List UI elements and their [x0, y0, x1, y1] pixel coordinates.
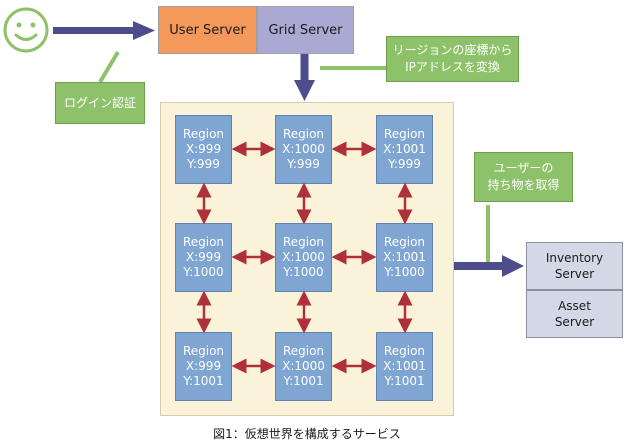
region-x: X:1000 — [282, 250, 325, 264]
region-x: X:1001 — [383, 142, 426, 156]
region-label: Region — [383, 235, 426, 249]
region-y: Y:1000 — [283, 265, 324, 279]
region-x: X:1000 — [282, 359, 325, 373]
region-cell: Region X:1001 Y:1001 — [376, 332, 433, 401]
region-cell: Region X:1001 Y:999 — [376, 115, 433, 184]
region-y: Y:1000 — [384, 265, 425, 279]
region-cell: Region X:1000 Y:999 — [275, 115, 332, 184]
region-label: Region — [182, 344, 225, 358]
region-y: Y:1001 — [183, 374, 224, 388]
region-x: X:999 — [185, 359, 222, 373]
region-x: X:999 — [185, 250, 222, 264]
region-label: Region — [282, 235, 325, 249]
region-y: Y:999 — [187, 157, 220, 171]
user-smiley-icon — [3, 7, 49, 53]
region-x: X:1001 — [383, 359, 426, 373]
inventory-server-box: Inventory Server — [526, 242, 623, 290]
region-lookup-line-2: IPアドレスを変換 — [405, 60, 500, 74]
panel-to-inventory-arrow — [454, 255, 524, 277]
region-y: Y:1001 — [283, 374, 324, 388]
asset-server-box: Asset Server — [526, 290, 623, 338]
inventory-server-line-2: Server — [554, 267, 595, 281]
region-label: Region — [182, 127, 225, 141]
region-y: Y:999 — [388, 157, 421, 171]
login-callout-label: ログイン認証 — [63, 95, 136, 110]
region-label: Region — [383, 344, 426, 358]
grid-server-label: Grid Server — [268, 22, 343, 38]
inventory-callout-line-2: 持ち物を取得 — [487, 178, 560, 192]
login-callout: ログイン認証 — [55, 82, 145, 124]
figure-caption: 図1：仮想世界を構成するサービス — [160, 424, 454, 442]
region-x: X:999 — [185, 142, 222, 156]
region-cell: Region X:1001 Y:1000 — [376, 223, 433, 292]
user-server-label: User Server — [169, 22, 246, 38]
region-cell: Region X:999 Y:1000 — [175, 223, 232, 292]
login-connector — [98, 50, 120, 84]
grid-server-box: Grid Server — [257, 6, 354, 54]
grid-server-down-arrow — [294, 54, 315, 101]
user-server-box: User Server — [158, 6, 257, 54]
asset-server-line-1: Asset — [558, 299, 591, 313]
region-y: Y:999 — [287, 157, 320, 171]
region-label: Region — [383, 127, 426, 141]
inventory-callout: ユーザーの 持ち物を取得 — [474, 152, 573, 202]
region-y: Y:1001 — [384, 374, 425, 388]
region-label: Region — [282, 127, 325, 141]
asset-server-line-2: Server — [554, 315, 595, 329]
region-lookup-line-1: リージョンの座標から — [392, 43, 513, 57]
region-x: X:1001 — [383, 250, 426, 264]
region-cell: Region X:999 Y:999 — [175, 115, 232, 184]
region-label: Region — [182, 235, 225, 249]
region-label: Region — [282, 344, 325, 358]
region-lookup-callout: リージョンの座標から IPアドレスを変換 — [386, 36, 519, 82]
inventory-callout-line-1: ユーザーの — [493, 161, 554, 175]
figure-caption-text: 図1：仮想世界を構成するサービス — [213, 426, 401, 441]
region-cell: Region X:1000 Y:1000 — [275, 223, 332, 292]
user-to-server-arrow — [53, 21, 155, 40]
region-x: X:1000 — [282, 142, 325, 156]
inventory-server-line-1: Inventory — [545, 251, 604, 265]
region-y: Y:1000 — [183, 265, 224, 279]
